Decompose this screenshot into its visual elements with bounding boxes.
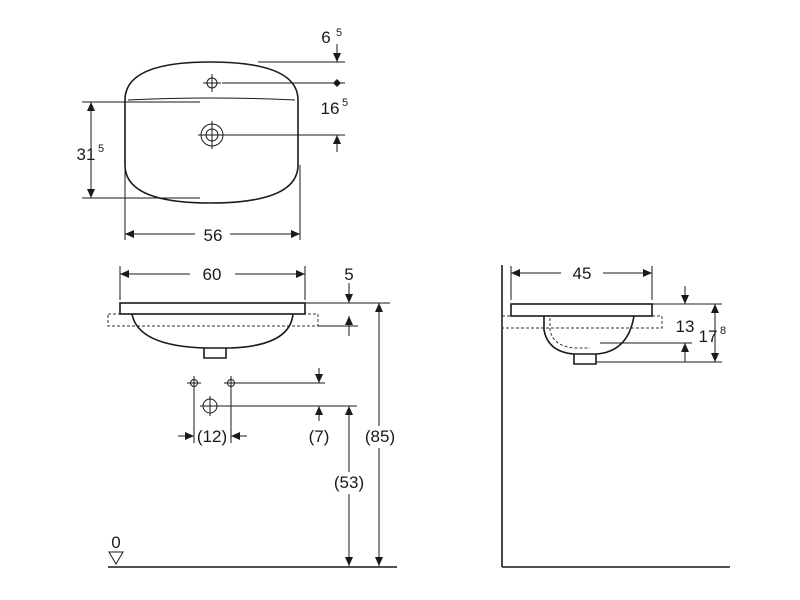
dim-total-depth-sup: 8 [720, 325, 726, 337]
tap-position-left-icon [187, 376, 201, 390]
dim-rim-thickness: 5 [344, 265, 353, 284]
basin-waste [203, 348, 227, 359]
dim-overall-height: (85) [365, 427, 395, 446]
basin-rim [119, 302, 306, 315]
side-basin-bowl-inner [549, 318, 590, 349]
dim-projection: 45 [573, 264, 592, 283]
dim-depth-sup: 5 [98, 143, 104, 155]
tap-position-right-icon [224, 376, 238, 390]
front-view: 60 5 [107, 265, 397, 568]
dim-overall-width: 60 [203, 265, 222, 284]
dim-drain-offset: 16 [321, 99, 340, 118]
drain-icon [198, 121, 226, 149]
dim-waste-height: (53) [334, 473, 364, 492]
tap-position-center-icon [200, 396, 220, 416]
side-countertop [501, 315, 663, 329]
floor-level-marker-icon [108, 551, 124, 565]
dim-total-depth: 17 [699, 327, 718, 346]
dim-width: 56 [204, 226, 223, 245]
floor-level-label: 0 [111, 533, 120, 552]
dim-drain-offset-sup: 5 [342, 97, 348, 109]
dim-tap-offset-front: (7) [309, 427, 330, 446]
dim-tap-offset: 6 [321, 28, 330, 47]
dim-tap-spacing: (12) [197, 427, 227, 446]
top-view: 6 5 16 5 31 5 56 [77, 27, 349, 245]
side-basin-bowl [543, 315, 635, 355]
dim-bowl-depth: 13 [676, 317, 695, 336]
countertop [107, 313, 319, 327]
side-basin-rim [510, 303, 653, 317]
basin-bowl [131, 313, 294, 349]
dim-tap-offset-sup: 5 [336, 27, 342, 39]
basin-inner-rim [127, 97, 296, 101]
dim-depth: 31 [77, 145, 96, 164]
side-view: 45 13 17 8 [501, 264, 730, 568]
tap-hole-icon [203, 74, 221, 92]
side-basin-waste [573, 354, 597, 365]
